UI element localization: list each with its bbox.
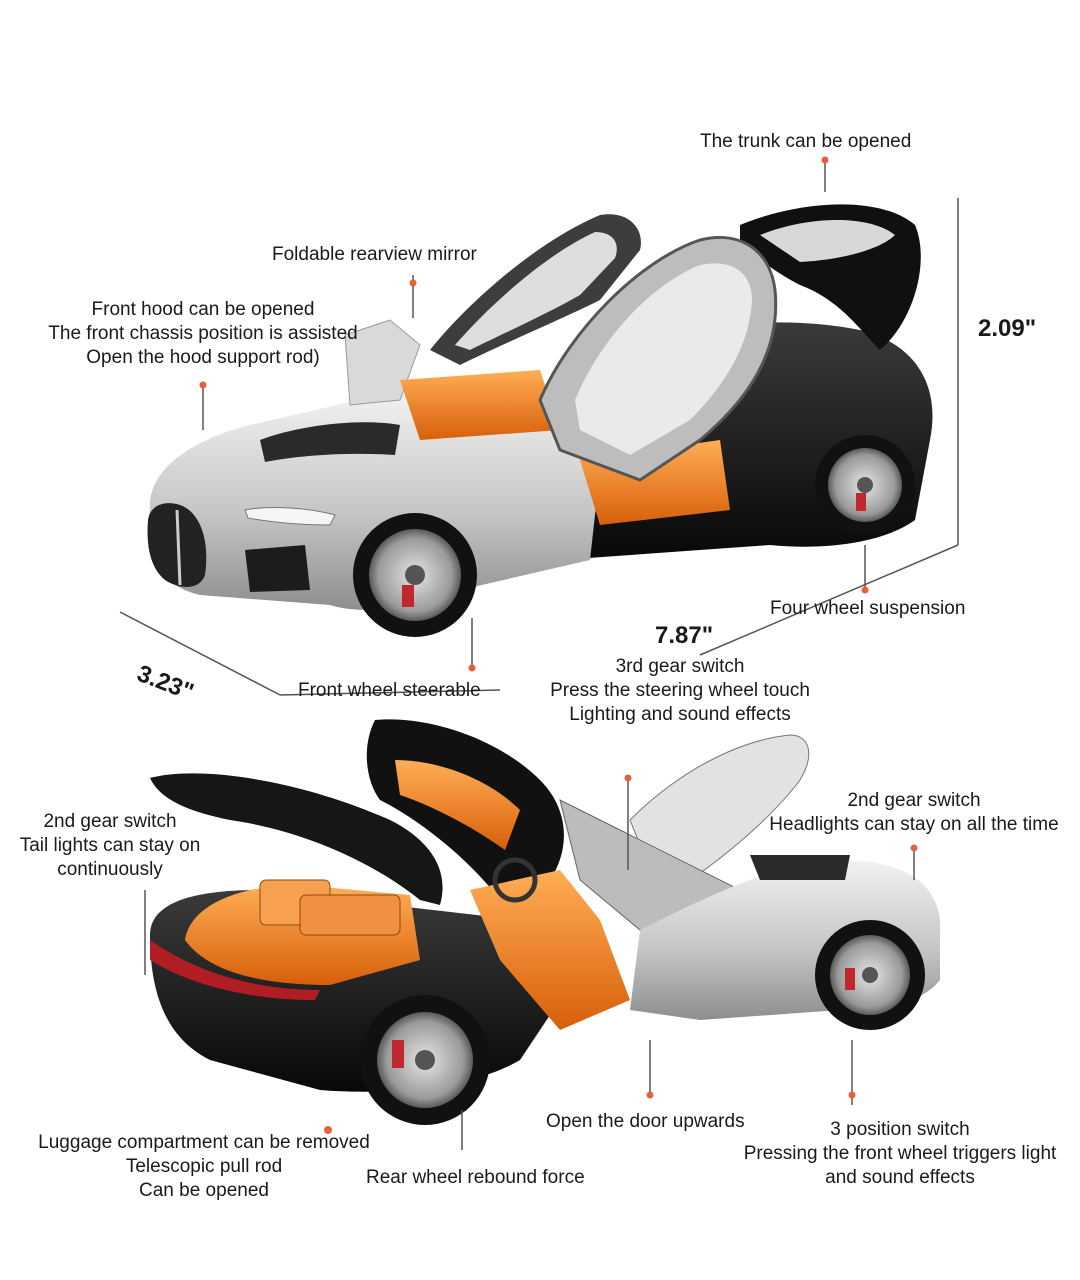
bottom-car-rear-wheel bbox=[360, 995, 490, 1125]
label-rebound: Rear wheel rebound force bbox=[366, 1166, 585, 1190]
top-callout-dots bbox=[199, 156, 869, 672]
label-hood-line-1: Front hood can be opened bbox=[91, 299, 315, 320]
bottom-car-trunk-lid bbox=[150, 773, 443, 905]
bottom-car-door-right bbox=[629, 734, 810, 881]
label-trunk-text: The trunk can be opened bbox=[700, 131, 912, 152]
label-suspension: Four wheel suspension bbox=[770, 597, 965, 621]
label-front-hood: Front hood can be opened The front chass… bbox=[18, 298, 388, 370]
label-tail-line-2: Tail lights can stay on bbox=[19, 835, 201, 856]
label-switch3-line-1: 3 position switch bbox=[830, 1119, 970, 1140]
label-gear3: 3rd gear switch Press the steering wheel… bbox=[530, 655, 830, 727]
label-tail-lights: 2nd gear switch Tail lights can stay on … bbox=[4, 810, 216, 882]
bottom-callout-pointers bbox=[144, 780, 915, 1150]
bottom-callout-dots bbox=[324, 774, 918, 1134]
label-luggage: Luggage compartment can be removed Teles… bbox=[18, 1131, 390, 1203]
label-tail-line-1: 2nd gear switch bbox=[43, 811, 177, 832]
label-door: Open the door upwards bbox=[546, 1110, 745, 1134]
dimension-length: 7.87" bbox=[655, 622, 714, 649]
top-car-trunk-lid-inner bbox=[760, 220, 895, 262]
label-head-line-2: Headlights can stay on all the time bbox=[769, 814, 1059, 835]
top-car-grille bbox=[147, 503, 207, 587]
label-trunk: The trunk can be opened bbox=[700, 130, 911, 154]
label-switch3-line-2: Pressing the front wheel triggers light bbox=[743, 1143, 1057, 1164]
label-switch3-line-3: and sound effects bbox=[825, 1167, 975, 1188]
bottom-car-illustration bbox=[150, 719, 940, 1125]
dimension-height: 2.09" bbox=[978, 315, 1037, 342]
label-gear3-line-3: Lighting and sound effects bbox=[569, 704, 791, 725]
label-steerable: Front wheel steerable bbox=[298, 679, 481, 703]
label-hood-line-3: Open the hood support rod) bbox=[86, 347, 320, 368]
label-mirror: Foldable rearview mirror bbox=[272, 243, 477, 267]
label-headlights: 2nd gear switch Headlights can stay on a… bbox=[750, 789, 1078, 837]
bottom-car-front-wheel bbox=[815, 920, 925, 1030]
label-head-line-1: 2nd gear switch bbox=[847, 790, 981, 811]
label-gear3-line-1: 3rd gear switch bbox=[615, 656, 745, 677]
label-rebound-text: Rear wheel rebound force bbox=[366, 1167, 585, 1188]
label-hood-line-2: The front chassis position is assisted bbox=[48, 323, 358, 344]
label-gear3-line-2: Press the steering wheel touch bbox=[550, 680, 810, 701]
label-switch3: 3 position switch Pressing the front whe… bbox=[722, 1118, 1078, 1190]
label-suspension-text: Four wheel suspension bbox=[770, 598, 966, 619]
dimension-lines bbox=[119, 198, 959, 696]
label-door-text: Open the door upwards bbox=[546, 1111, 745, 1132]
label-luggage-line-3: Can be opened bbox=[139, 1180, 269, 1201]
label-mirror-text: Foldable rearview mirror bbox=[272, 244, 477, 265]
label-luggage-line-1: Luggage compartment can be removed bbox=[38, 1132, 370, 1153]
label-luggage-line-2: Telescopic pull rod bbox=[125, 1156, 283, 1177]
top-car-front-wheel bbox=[353, 513, 477, 637]
label-tail-line-3: continuously bbox=[57, 859, 163, 880]
label-steerable-text: Front wheel steerable bbox=[298, 680, 481, 701]
top-car-rear-wheel bbox=[815, 435, 915, 535]
top-car-illustration bbox=[147, 204, 933, 637]
top-car-interior bbox=[400, 370, 560, 440]
bottom-car-interior bbox=[470, 870, 630, 1030]
